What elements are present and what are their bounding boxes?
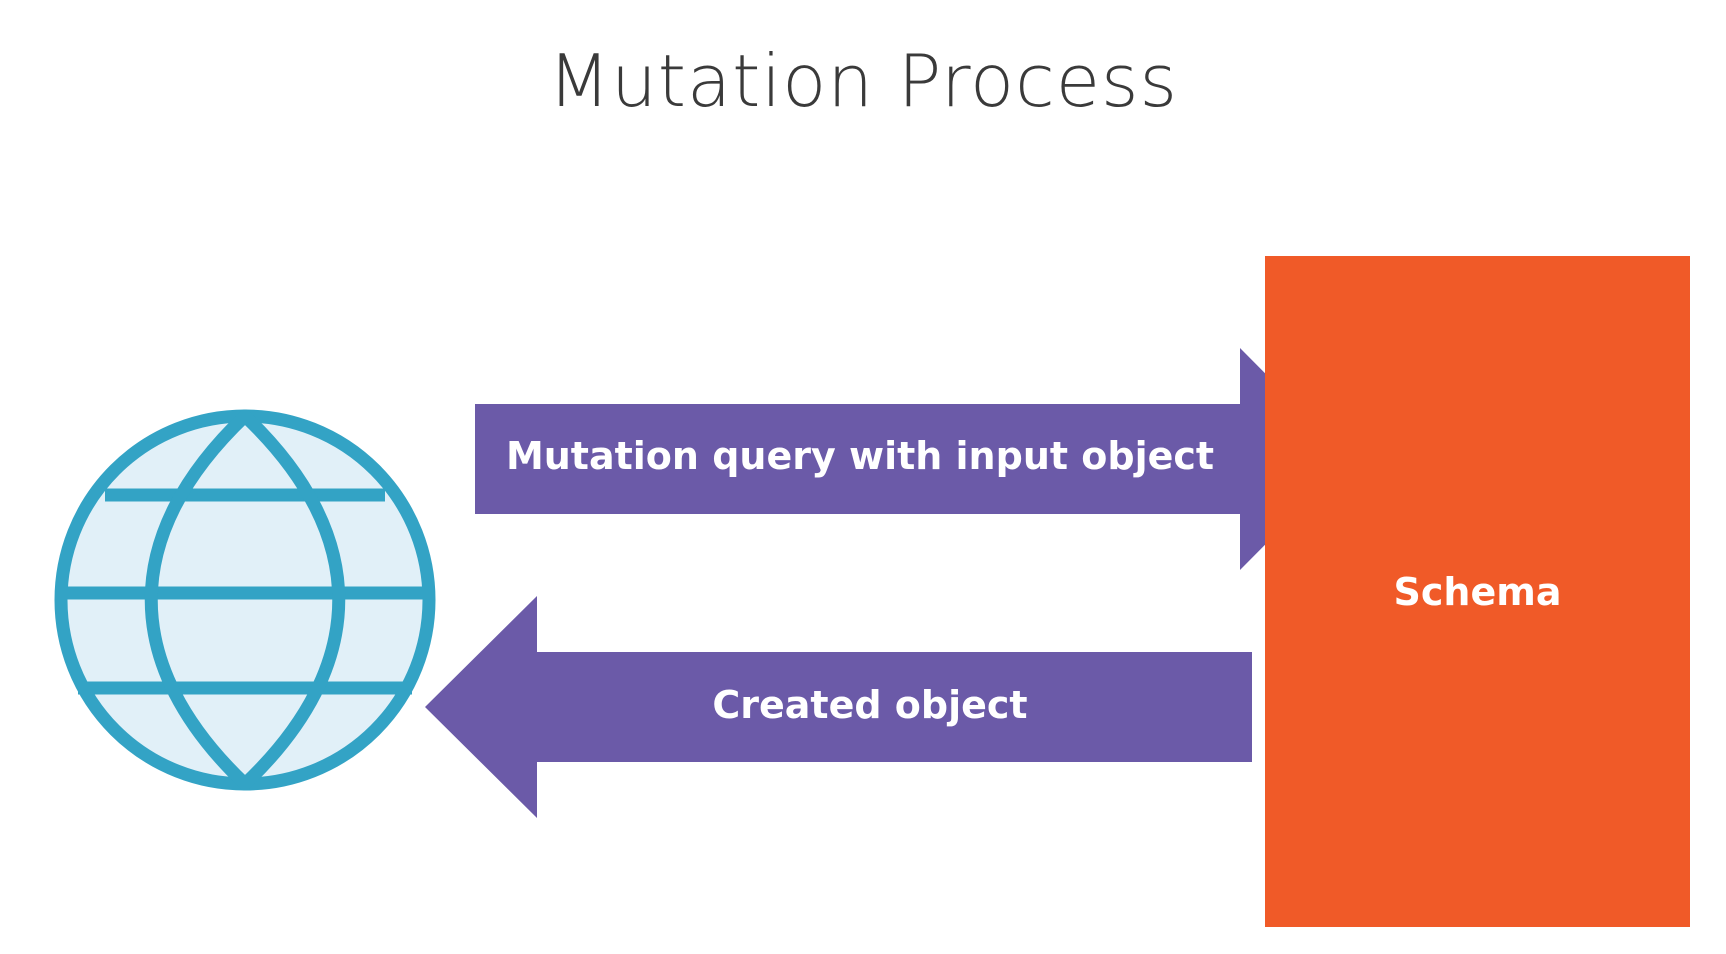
schema-label: Schema — [1393, 569, 1562, 614]
page-title: Mutation Process — [547, 39, 1179, 123]
globe-icon — [54, 409, 436, 791]
arrow-back — [425, 596, 1252, 818]
schema-box: Schema — [1265, 256, 1690, 927]
arrow-back-label: Created object — [712, 683, 1028, 727]
arrow-forward — [475, 348, 1350, 570]
arrow-forward-label: Mutation query with input object — [505, 434, 1215, 478]
